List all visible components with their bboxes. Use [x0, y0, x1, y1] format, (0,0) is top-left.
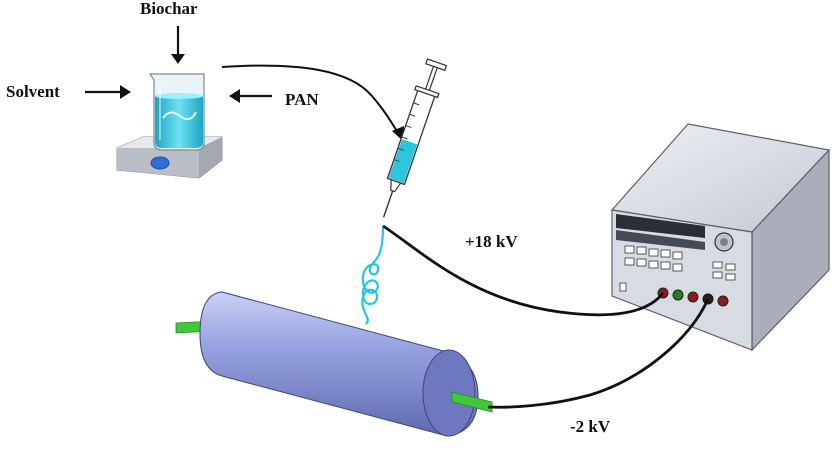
positive-voltage-label: +18 kV — [465, 232, 518, 251]
negative-voltage-label: -2 kV — [570, 417, 611, 436]
syringe-icon — [382, 58, 448, 218]
feed-arrow-icon — [221, 64, 401, 137]
solvent-arrow-icon — [85, 85, 131, 99]
pan-label: PAN — [285, 90, 319, 109]
fiber-jet-icon — [361, 225, 385, 325]
negative-wire-icon — [487, 298, 710, 409]
biochar-arrow-icon — [171, 26, 185, 64]
solvent-label: Solvent — [6, 82, 60, 101]
pan-arrow-icon — [229, 89, 272, 103]
positive-wire-icon — [382, 224, 665, 317]
high-voltage-power-supply-icon — [610, 123, 831, 352]
rotating-drum-collector-icon — [175, 291, 493, 437]
beaker-on-stirrer-icon — [116, 73, 223, 179]
biochar-label: Biochar — [140, 0, 198, 18]
